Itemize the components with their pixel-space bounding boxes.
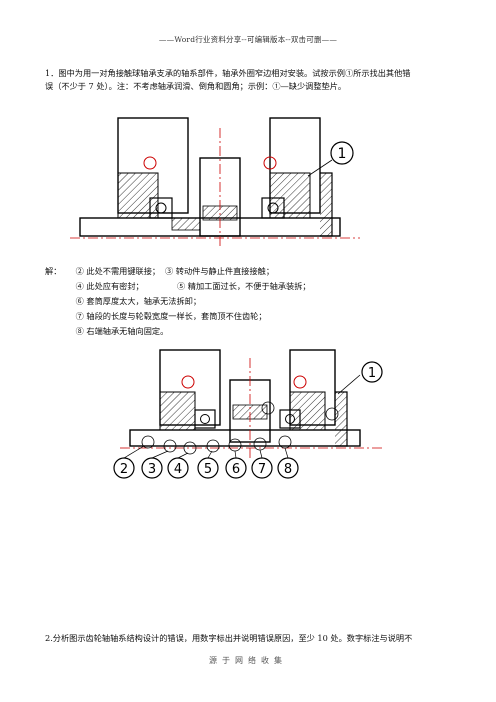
answer-item-4: ④ 此处应有密封； <box>75 281 144 291</box>
question-1-line-2: 误（不少于 7 处）。注：不考虑轴承润滑、倒角和圆角；示例：①—缺少调整垫片。 <box>45 81 347 91</box>
answer-item-8: ⑧ 右端轴承无轴向固定。 <box>75 326 169 336</box>
callout-2: 2 <box>113 457 135 479</box>
question-1: 1．图中为用一对角接触球轴承支承的轴系部件，轴承外圈窄边相对安装。试按示例①所示… <box>45 67 465 93</box>
question-1-line-1: 1．图中为用一对角接触球轴承支承的轴系部件，轴承外圈窄边相对安装。试按示例①所示… <box>45 68 411 78</box>
shaft <box>79 217 341 237</box>
svg-text:3: 3 <box>148 462 156 477</box>
callout-4: 4 <box>167 457 189 479</box>
callout-3: 3 <box>141 457 163 479</box>
svg-text:4: 4 <box>174 462 182 477</box>
figure-2-shaft-drawing: 1 2 3 4 5 6 7 8 <box>113 349 385 479</box>
figure-1-shaft-drawing: 1 <box>70 117 360 246</box>
svg-text:1: 1 <box>368 366 376 381</box>
answer-item-3: ③ 转动件与静止件直接接触； <box>165 266 275 276</box>
answer-item-6: ⑥ 套筒厚度太大，轴承无法拆卸； <box>75 296 202 306</box>
end-cap <box>320 172 333 237</box>
callout-7: 7 <box>251 457 273 479</box>
answer-item-2: ② 此处不需用键联接； <box>75 266 161 276</box>
callout-label: 1 <box>338 146 347 162</box>
page-header: ——Word行业资料分享--可编辑版本--双击可删—— <box>158 35 338 44</box>
answer-item-5: ⑤ 精加工面过长，不便于轴承装拆； <box>177 281 311 291</box>
callout-5: 5 <box>197 457 219 479</box>
svg-text:7: 7 <box>258 462 266 477</box>
svg-text:8: 8 <box>284 462 292 477</box>
callout-1: 1 <box>361 361 383 383</box>
svg-text:5: 5 <box>204 462 212 477</box>
svg-text:2: 2 <box>120 462 128 477</box>
answer-item-7: ⑦ 轴段的长度与轮毂宽度一样长，套筒顶不住齿轮； <box>75 311 267 321</box>
svg-text:6: 6 <box>232 462 240 477</box>
callout-1: 1 <box>330 141 354 165</box>
callout-6: 6 <box>225 457 247 479</box>
page-footer: 源于网络收集 <box>209 656 287 665</box>
question-2: 2.分析图示齿轮轴轴系结构设计的错误，用数字标出并说明错误原因，至少 10 处。… <box>45 633 413 643</box>
answer-label: 解： <box>45 266 62 276</box>
callout-8: 8 <box>277 457 299 479</box>
